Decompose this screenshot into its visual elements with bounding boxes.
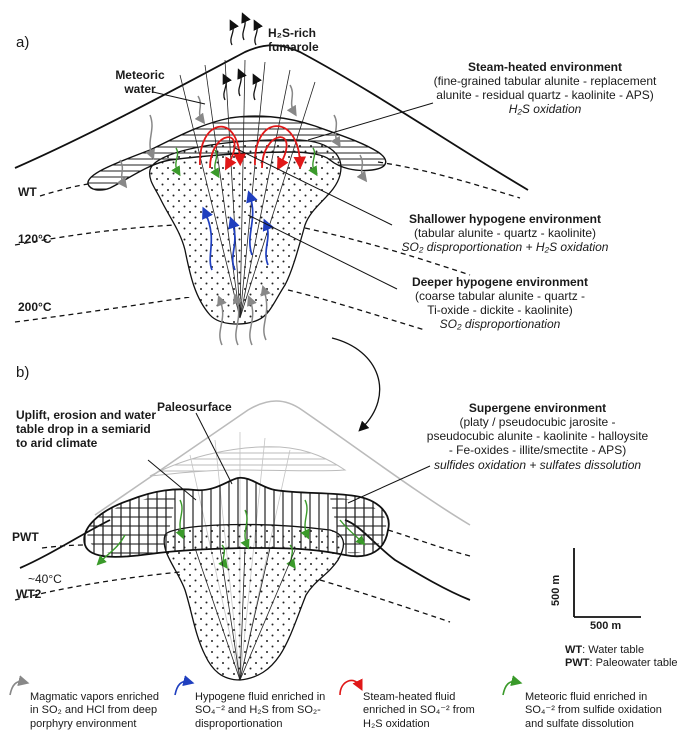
water-table-2-label: WT2 [16, 587, 42, 601]
isotherm-200-label: 200°C [18, 300, 52, 314]
fracture-lines-b [194, 547, 296, 681]
deep-hypogene-text: Deeper hypogene environment (coarse tabu… [380, 275, 620, 332]
meteoric-fluid-arrows-b [96, 499, 366, 569]
volcano-profile-a [14, 44, 529, 191]
deep-hypogene-line2: Ti-oxide - dickite - kaolinite) [427, 303, 573, 318]
legend-symbols [9, 675, 523, 696]
legend-item-meteoric: Meteoric fluid enriched in SO₄⁻² from su… [525, 691, 662, 730]
pwt-key: PWT [565, 657, 590, 669]
wt-key: WT [565, 644, 583, 656]
supergene-text: Supergene environment (platy / pseudocub… [405, 401, 670, 472]
isotherm-40-label: ~40°C [28, 572, 62, 586]
paleowater-table-label: PWT [12, 530, 39, 544]
meteoric-fluid-arrows-a [171, 147, 318, 179]
hypogene-arrows-a [202, 190, 274, 271]
water-table-lines-a [14, 161, 521, 331]
water-table-a-right [377, 161, 521, 199]
paleosurface-label: Paleosurface [157, 400, 232, 414]
isotherm-120-label: 120°C [18, 232, 52, 246]
isotherm-200 [14, 296, 191, 323]
legend-green-icon [502, 675, 523, 696]
supergene-title: Supergene environment [468, 401, 607, 415]
meteoric-arrows-a [116, 84, 368, 189]
wt-def: : Water table [582, 644, 645, 656]
legend-blue-icon [174, 675, 195, 696]
scale-bar [573, 548, 641, 618]
isotherm-200-right [287, 289, 426, 331]
paleowater-table [41, 544, 86, 549]
deep-hypogene-process: SO₂ disproportionation [439, 317, 561, 332]
legend-item-steam-heated: Steam-heated fluid enriched in SO₄⁻² fro… [363, 691, 475, 730]
steam-heated-lens-a [87, 115, 387, 191]
water-table-a [39, 183, 89, 197]
leader-lines-b [147, 412, 431, 504]
water-table-2-right [319, 579, 451, 623]
panel-b-section [14, 400, 641, 681]
shallow-hypogene-text: Shallower hypogene environment (tabular … [380, 212, 630, 254]
steam-heated-line2: alunite - residual quartz - kaolinite - … [436, 88, 654, 103]
steam-heated-title: Steam-heated environment [467, 60, 623, 74]
leader-lines-a [152, 91, 434, 290]
isotherm-120 [14, 224, 176, 246]
shallow-hypogene-title: Shallower hypogene environment [408, 212, 602, 226]
deep-hypogene-title: Deeper hypogene environment [411, 275, 589, 289]
shallow-hypogene-line1: (tabular alunite - quartz - kaolinite) [413, 226, 597, 241]
supergene-line3: - Fe-oxides - illite/smectite - APS) [448, 443, 627, 458]
paleowater-table-right [387, 529, 471, 557]
supergene-grid-right [330, 497, 387, 554]
isotherm-120-right [304, 227, 471, 276]
panel-a-section [14, 12, 529, 432]
uplift-label: Uplift, erosion and water table drop in … [16, 408, 157, 451]
supergene-line1: (platy / pseudocubic jarosite - [459, 415, 616, 430]
supergene-process: sulfides oxidation + sulfates dissolutio… [433, 457, 642, 472]
legend-item-hypogene: Hypogene fluid enriched in SO₄⁻² and H₂S… [195, 691, 326, 730]
legend-red-icon [339, 678, 363, 696]
water-table-2 [14, 571, 181, 601]
steam-heated-arcs [199, 125, 307, 171]
magmatic-arrows-a [217, 284, 271, 346]
panel-a-label: a) [16, 34, 30, 51]
steam-heated-line1: (fine-grained tabular alunite - replacem… [433, 74, 657, 89]
wt-definition: WT: Water table [565, 644, 644, 657]
transition-arrow [331, 337, 381, 432]
ghost-lens-b [149, 446, 347, 477]
hypogene-body-a [149, 139, 342, 325]
pwt-definition: PWT: Paleowater table [565, 657, 678, 670]
scale-vertical-label: 500 m [550, 574, 562, 606]
ghost-volcano-b [94, 400, 471, 526]
legend-item-magmatic: Magmatic vapors enriched in SO₂ and HCl … [30, 691, 160, 730]
pwt-def: : Paleowater table [589, 657, 678, 669]
fracture-lines-a [179, 59, 316, 319]
water-table-lines-b [14, 529, 471, 623]
fumarole-label: H₂S-rich fumarole [268, 26, 319, 55]
shallow-hypogene-process: SO₂ disproportionation + H₂S oxidation [401, 240, 609, 255]
fumarole-arrows [222, 12, 263, 101]
legend-gray-icon [9, 675, 30, 696]
water-table-label-a: WT [18, 185, 37, 199]
steam-heated-text: Steam-heated environment (fine-grained t… [415, 60, 675, 117]
supergene-line2: pseudocubic alunite - kaolinite - halloy… [426, 429, 649, 444]
meteoric-water-label: Meteoric water [115, 68, 165, 97]
steam-heated-process: H₂S oxidation [508, 102, 582, 117]
deep-hypogene-line1: (coarse tabular alunite - quartz - [414, 289, 586, 304]
scale-horizontal-label: 500 m [590, 620, 622, 632]
panel-b-label: b) [16, 364, 30, 381]
supergene-grid-left [87, 495, 175, 555]
